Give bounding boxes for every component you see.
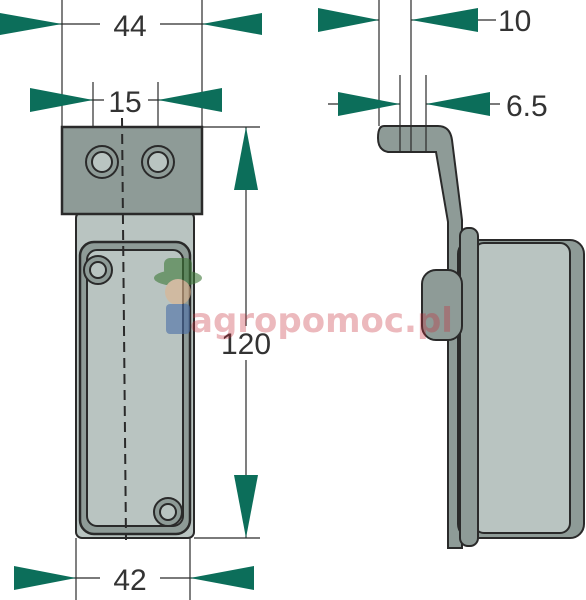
- watermark-text: agropomoc.pl: [190, 301, 453, 341]
- arrow-42-left: [14, 566, 76, 590]
- arrow-6-5-right: [426, 92, 490, 116]
- arrow-44-left: [0, 13, 62, 35]
- dim-label-44: 44: [113, 10, 146, 43]
- arrow-44-right: [202, 13, 262, 35]
- mounting-hole-right: [141, 145, 175, 179]
- side-housing-flange: [459, 227, 479, 547]
- arrow-10-left: [318, 8, 379, 32]
- panel-screw-top: [83, 255, 113, 285]
- arrow-42-right: [190, 566, 254, 590]
- arrow-10-right: [411, 8, 478, 32]
- dimension-10: 10: [318, 5, 531, 38]
- dimension-120: 120: [194, 126, 276, 539]
- mounting-hole-left: [85, 145, 119, 179]
- arrow-120-top: [234, 127, 258, 190]
- dim-label-42: 42: [113, 564, 146, 597]
- center-line: [121, 117, 127, 541]
- dim-label-15: 15: [108, 86, 141, 119]
- side-view: [376, 0, 585, 549]
- dimension-15: 15: [30, 82, 222, 127]
- dim-label-120: 120: [221, 328, 271, 361]
- watermark-mascot-icon: [154, 258, 202, 334]
- side-bracket: [376, 125, 463, 549]
- mounting-plate: [60, 125, 204, 216]
- front-panel-inner: [86, 249, 184, 527]
- side-knob: [421, 269, 463, 341]
- arrow-15-left: [30, 88, 93, 112]
- arrow-15-right: [158, 88, 222, 112]
- front-view: [60, 117, 204, 541]
- dim-label-6-5: 6.5: [506, 90, 548, 123]
- panel-screw-bottom: [153, 497, 183, 527]
- dimension-6-5: 6.5: [328, 90, 548, 123]
- arrow-120-bottom: [234, 475, 258, 538]
- arrow-6-5-left: [338, 92, 400, 116]
- dim-label-10: 10: [498, 5, 531, 38]
- side-housing-inner: [473, 242, 571, 534]
- watermark: agropomoc.pl: [154, 258, 453, 341]
- dimension-42: 42: [14, 538, 254, 600]
